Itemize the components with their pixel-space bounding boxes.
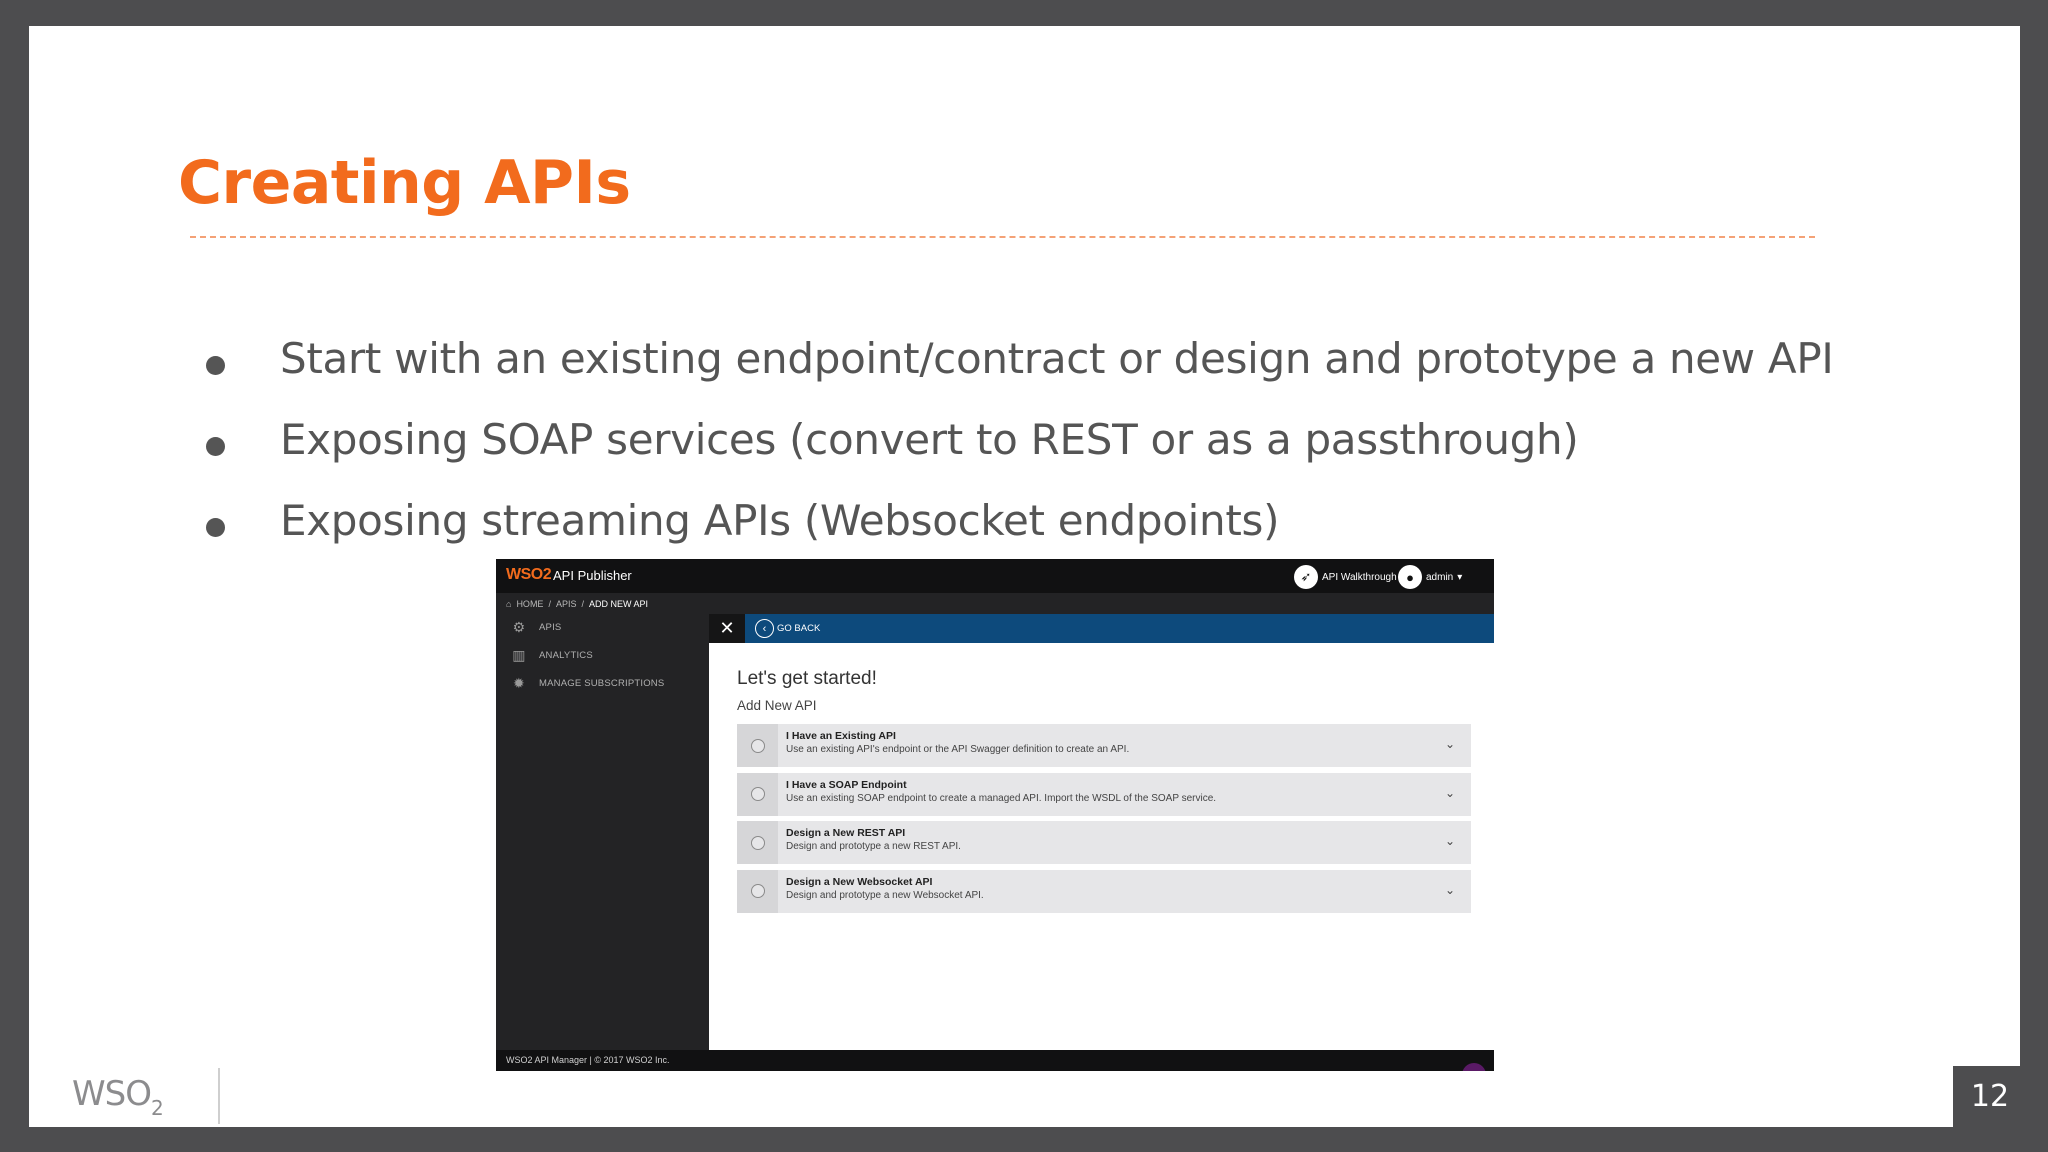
option-soap-endpoint[interactable]: I Have a SOAP Endpoint Use an existing S… [737,772,1471,816]
option-description: Design and prototype a new REST API. [786,841,961,852]
breadcrumb-apis[interactable]: APIS [555,599,577,609]
gear-icon: ⚙ [512,618,526,635]
option-new-rest-api[interactable]: Design a New REST API Design and prototy… [737,821,1471,864]
option-title: I Have a SOAP Endpoint [786,778,907,791]
option-title: I Have an Existing API [786,730,896,742]
breadcrumb-current: ADD NEW API [588,599,648,609]
sidebar-item-analytics[interactable]: ▥ ANALYTICS [496,641,698,669]
sidebar-item-manage-subscriptions[interactable]: ✹ MANAGE SUBSCRIPTIONS [496,669,698,697]
slide-title: Creating APIs [178,148,631,218]
option-title: Design a New REST API [786,827,906,839]
app-footer: WSO2 API Manager | © 2017 WSO2 Inc. [496,1050,1494,1071]
bullet-text: Start with an existing endpoint/contract… [280,334,1834,383]
option-text: Design a New REST API Design and prototy… [778,821,961,864]
app-title: API Publisher [553,568,632,583]
user-icon: ● [1398,565,1422,589]
bullet-text: Exposing streaming APIs (Websocket endpo… [280,496,1280,545]
footer-logo-text: WSO [72,1074,152,1114]
footer-divider [218,1068,220,1124]
radio-cell [737,724,778,767]
home-icon: ⌂ [506,599,512,609]
breadcrumb-home[interactable]: HOME [516,599,544,609]
chevron-left-icon: ‹ [755,619,774,638]
sidebar: ⚙ APIS ▥ ANALYTICS ✹ MANAGE SUBSCRIPTION… [496,613,698,697]
sidebar-item-label: ANALYTICS [539,649,593,661]
sidebar-item-label: APIS [539,621,562,633]
radio-cell [737,821,778,864]
page-number: 12 [1953,1066,2027,1127]
chevron-down-icon[interactable]: ⌄ [1444,882,1455,897]
bullet-dot [206,437,225,456]
api-publisher-screenshot: WSO2 API Publisher ➶ API Walkthrough ● a… [496,559,1494,1071]
rocket-icon: ➶ [1294,565,1318,589]
cog-icon: ✹ [513,674,525,691]
chevron-down-icon[interactable]: ⌄ [1444,785,1455,800]
bullet-text: Exposing SOAP services (convert to REST … [280,415,1579,464]
chevron-down-icon[interactable]: ⌄ [1444,737,1455,751]
api-walkthrough-label: API Walkthrough [1322,571,1397,583]
option-new-websocket-api[interactable]: Design a New Websocket API Design and pr… [737,869,1471,913]
option-title: Design a New Websocket API [786,875,933,888]
option-text: I Have a SOAP Endpoint Use an existing S… [778,773,1216,816]
go-back-button[interactable]: ‹ GO BACK [755,619,820,638]
app-header: WSO2 API Publisher ➶ API Walkthrough ● a… [496,559,1494,593]
bullet-dot [206,518,225,537]
breadcrumb: ⌂ HOME / APIS / ADD NEW API [506,599,648,609]
option-description: Design and prototype a new Websocket API… [786,889,984,901]
radio-button[interactable] [750,787,765,801]
api-walkthrough-button[interactable]: ➶ API Walkthrough [1294,565,1397,589]
chevron-down-icon[interactable]: ⌄ [1444,834,1455,848]
option-existing-api[interactable]: I Have an Existing API Use an existing A… [737,724,1471,767]
wso2-footer-logo: WSO2 [72,1074,164,1120]
radio-button[interactable] [750,738,765,753]
title-divider [190,236,1815,238]
api-option-list: I Have an Existing API Use an existing A… [737,724,1471,918]
option-text: I Have an Existing API Use an existing A… [778,724,1129,767]
footer-copyright: WSO2 API Manager | © 2017 WSO2 Inc. [506,1055,670,1065]
footer-logo-sub: 2 [150,1096,164,1120]
sidebar-item-apis[interactable]: ⚙ APIS [496,613,698,641]
radio-button[interactable] [750,884,765,898]
breadcrumb-separator: / [548,599,551,609]
radio-button[interactable] [750,835,765,850]
user-menu[interactable]: ● admin ▾ [1398,565,1462,589]
user-label: admin [1426,571,1454,583]
notification-badge[interactable]: 0 [1462,1063,1486,1071]
close-button[interactable]: ✕ [709,614,745,643]
option-text: Design a New Websocket API Design and pr… [778,870,984,913]
sidebar-item-label: MANAGE SUBSCRIPTIONS [539,677,665,689]
option-description: Use an existing SOAP endpoint to create … [786,792,1217,804]
caret-down-icon: ▾ [1457,571,1463,583]
page-subheading: Add New API [737,698,817,713]
page-heading: Let's get started! [737,668,877,689]
main-content: ✕ ‹ GO BACK Let's get started! Add New A… [709,614,1494,1050]
chart-icon: ▥ [512,646,526,663]
close-icon: ✕ [719,618,735,638]
breadcrumb-separator: / [581,599,584,609]
bullet-dot [206,356,225,375]
option-description: Use an existing API's endpoint or the AP… [786,744,1130,755]
radio-cell [737,772,778,816]
go-back-label: GO BACK [777,623,821,634]
action-bar: ✕ ‹ GO BACK [709,614,1494,643]
radio-cell [737,869,778,913]
wso2-logo[interactable]: WSO2 [506,566,552,583]
